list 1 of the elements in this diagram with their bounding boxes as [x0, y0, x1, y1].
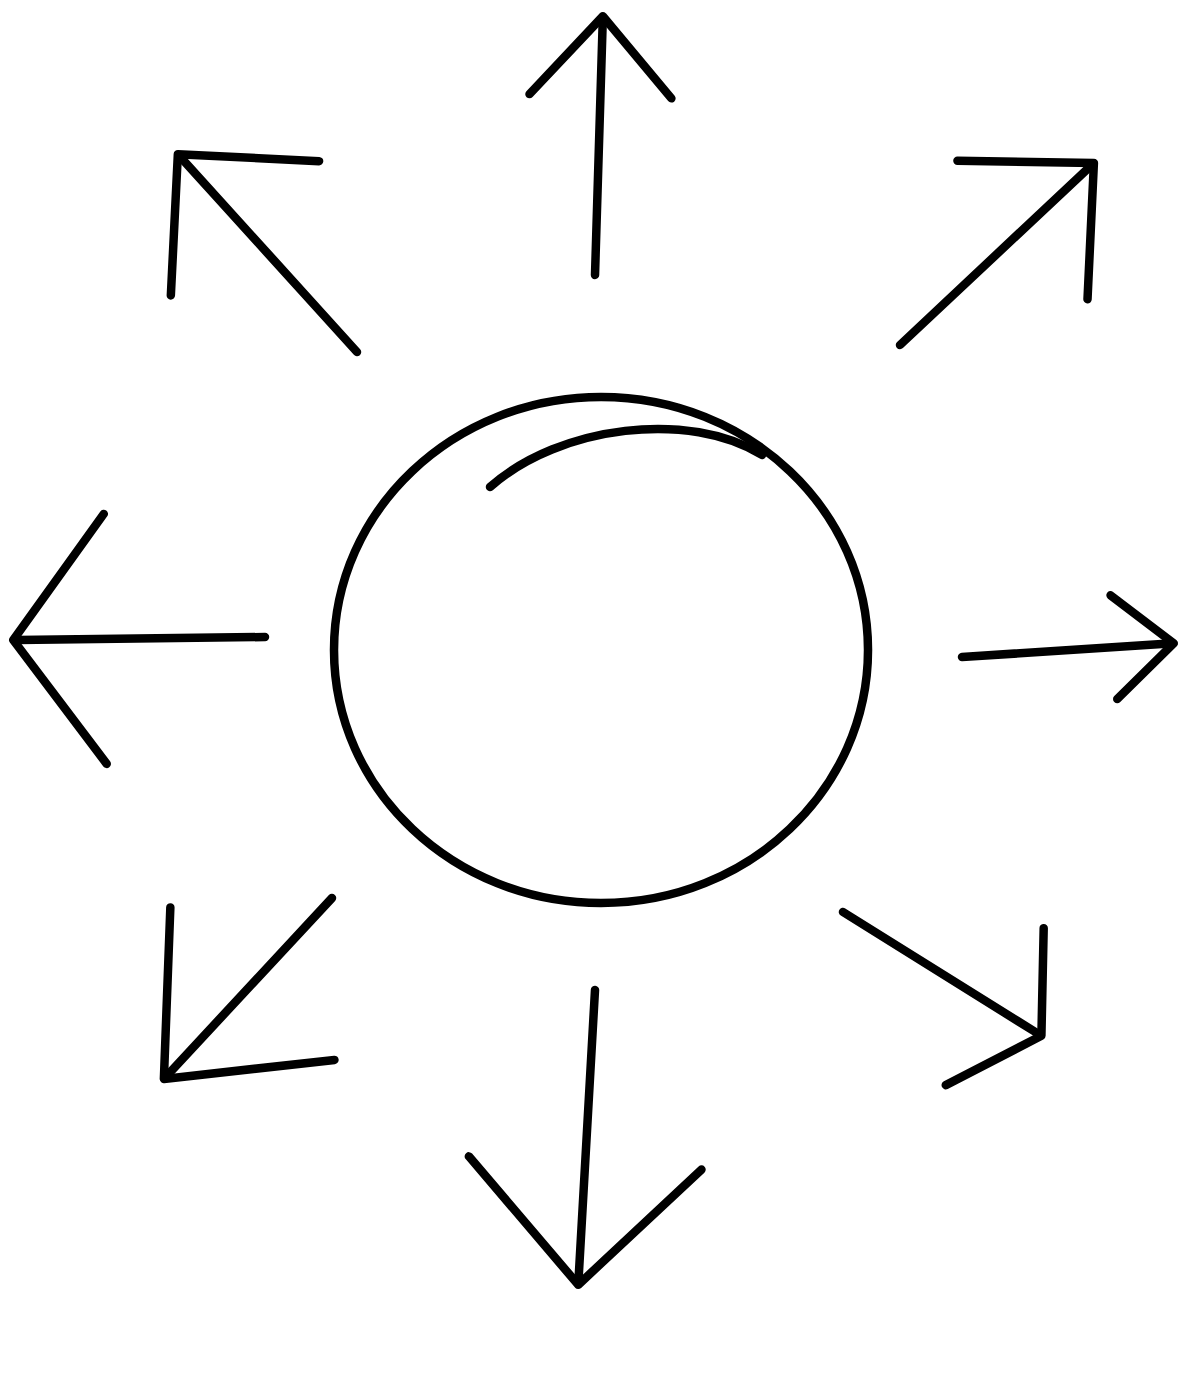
circle: [329, 392, 873, 908]
